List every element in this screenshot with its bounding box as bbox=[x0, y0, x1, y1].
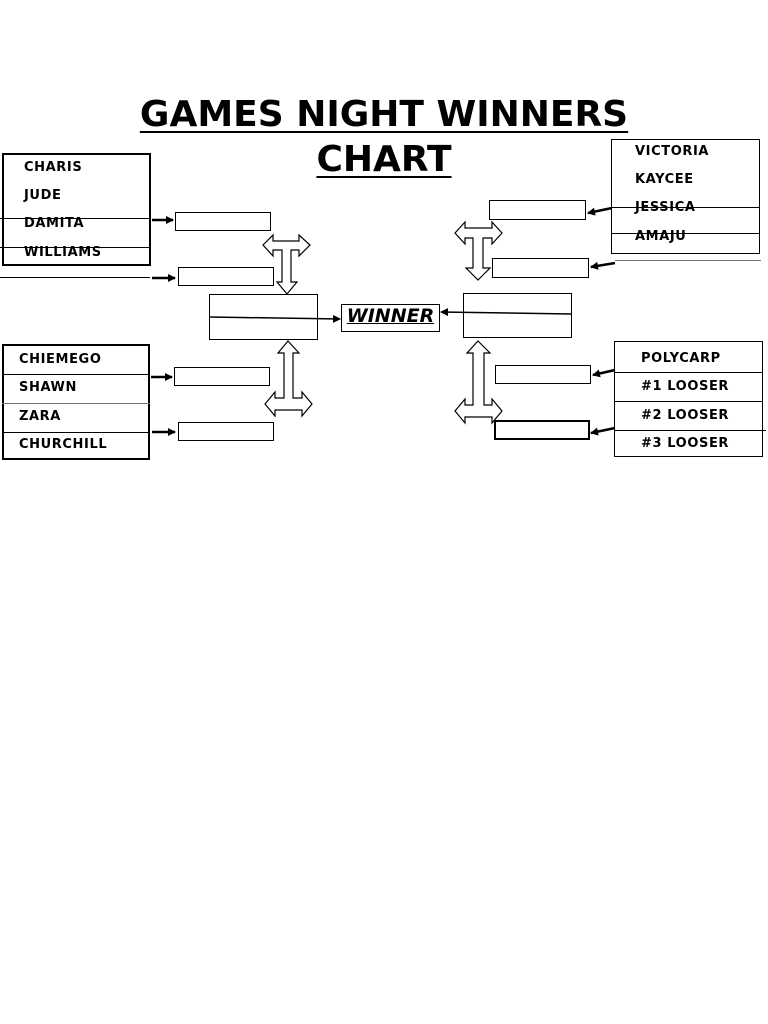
player-name: KAYCEE bbox=[635, 172, 694, 187]
player-name: JESSICA bbox=[635, 200, 696, 215]
divider bbox=[614, 401, 763, 402]
bracket-slot bbox=[495, 365, 591, 384]
player-name: #3 LOOSER bbox=[641, 436, 730, 451]
divider bbox=[611, 207, 760, 208]
arrow-left bbox=[592, 368, 616, 378]
player-name: CHIEMEGO bbox=[19, 352, 102, 367]
arrow-left bbox=[590, 426, 616, 436]
player-name: JUDE bbox=[24, 188, 62, 203]
player-name: #1 LOOSER bbox=[641, 379, 730, 394]
divider bbox=[0, 218, 150, 219]
block-arrow-bottom-left bbox=[264, 340, 313, 418]
semifinal-slot-right bbox=[463, 293, 572, 338]
bracket-slot bbox=[494, 420, 590, 440]
divider bbox=[0, 247, 150, 248]
arrow-left bbox=[587, 206, 613, 216]
player-name: POLYCARP bbox=[641, 351, 721, 366]
bracket-slot bbox=[175, 212, 271, 231]
bracket-slot bbox=[178, 267, 274, 286]
player-name: CHARIS bbox=[24, 160, 83, 175]
player-name: CHURCHILL bbox=[19, 437, 108, 452]
player-name: VICTORIA bbox=[635, 144, 710, 159]
bracket-slot bbox=[489, 200, 586, 220]
bracket-slot bbox=[492, 258, 589, 278]
group-bottom-left bbox=[2, 344, 150, 460]
player-name: #2 LOOSER bbox=[641, 408, 730, 423]
player-name: DAMITA bbox=[24, 216, 85, 231]
chart-title-line-2: CHART bbox=[316, 139, 452, 180]
divider bbox=[611, 233, 760, 234]
bracket-slot bbox=[174, 367, 270, 386]
player-name: ZARA bbox=[19, 409, 61, 424]
divider bbox=[614, 430, 766, 431]
divider bbox=[2, 432, 150, 433]
group-top-left bbox=[2, 153, 151, 266]
divider bbox=[0, 277, 150, 278]
arrow-left bbox=[590, 261, 616, 270]
player-name: SHAWN bbox=[19, 380, 77, 395]
winner-label: WINNER bbox=[346, 305, 435, 327]
bracket-slot bbox=[178, 422, 274, 441]
divider bbox=[614, 372, 763, 373]
chart-title-line-1: GAMES NIGHT WINNERS bbox=[139, 94, 629, 135]
player-name: WILLIAMS bbox=[24, 245, 102, 260]
group-bottom-right bbox=[614, 341, 763, 457]
player-name: AMAJU bbox=[635, 229, 687, 244]
divider bbox=[2, 403, 150, 404]
divider bbox=[2, 374, 150, 375]
group-top-right bbox=[611, 139, 760, 254]
divider bbox=[615, 260, 761, 261]
winner-box: WINNER bbox=[341, 304, 440, 332]
semifinal-slot-left bbox=[209, 294, 318, 340]
